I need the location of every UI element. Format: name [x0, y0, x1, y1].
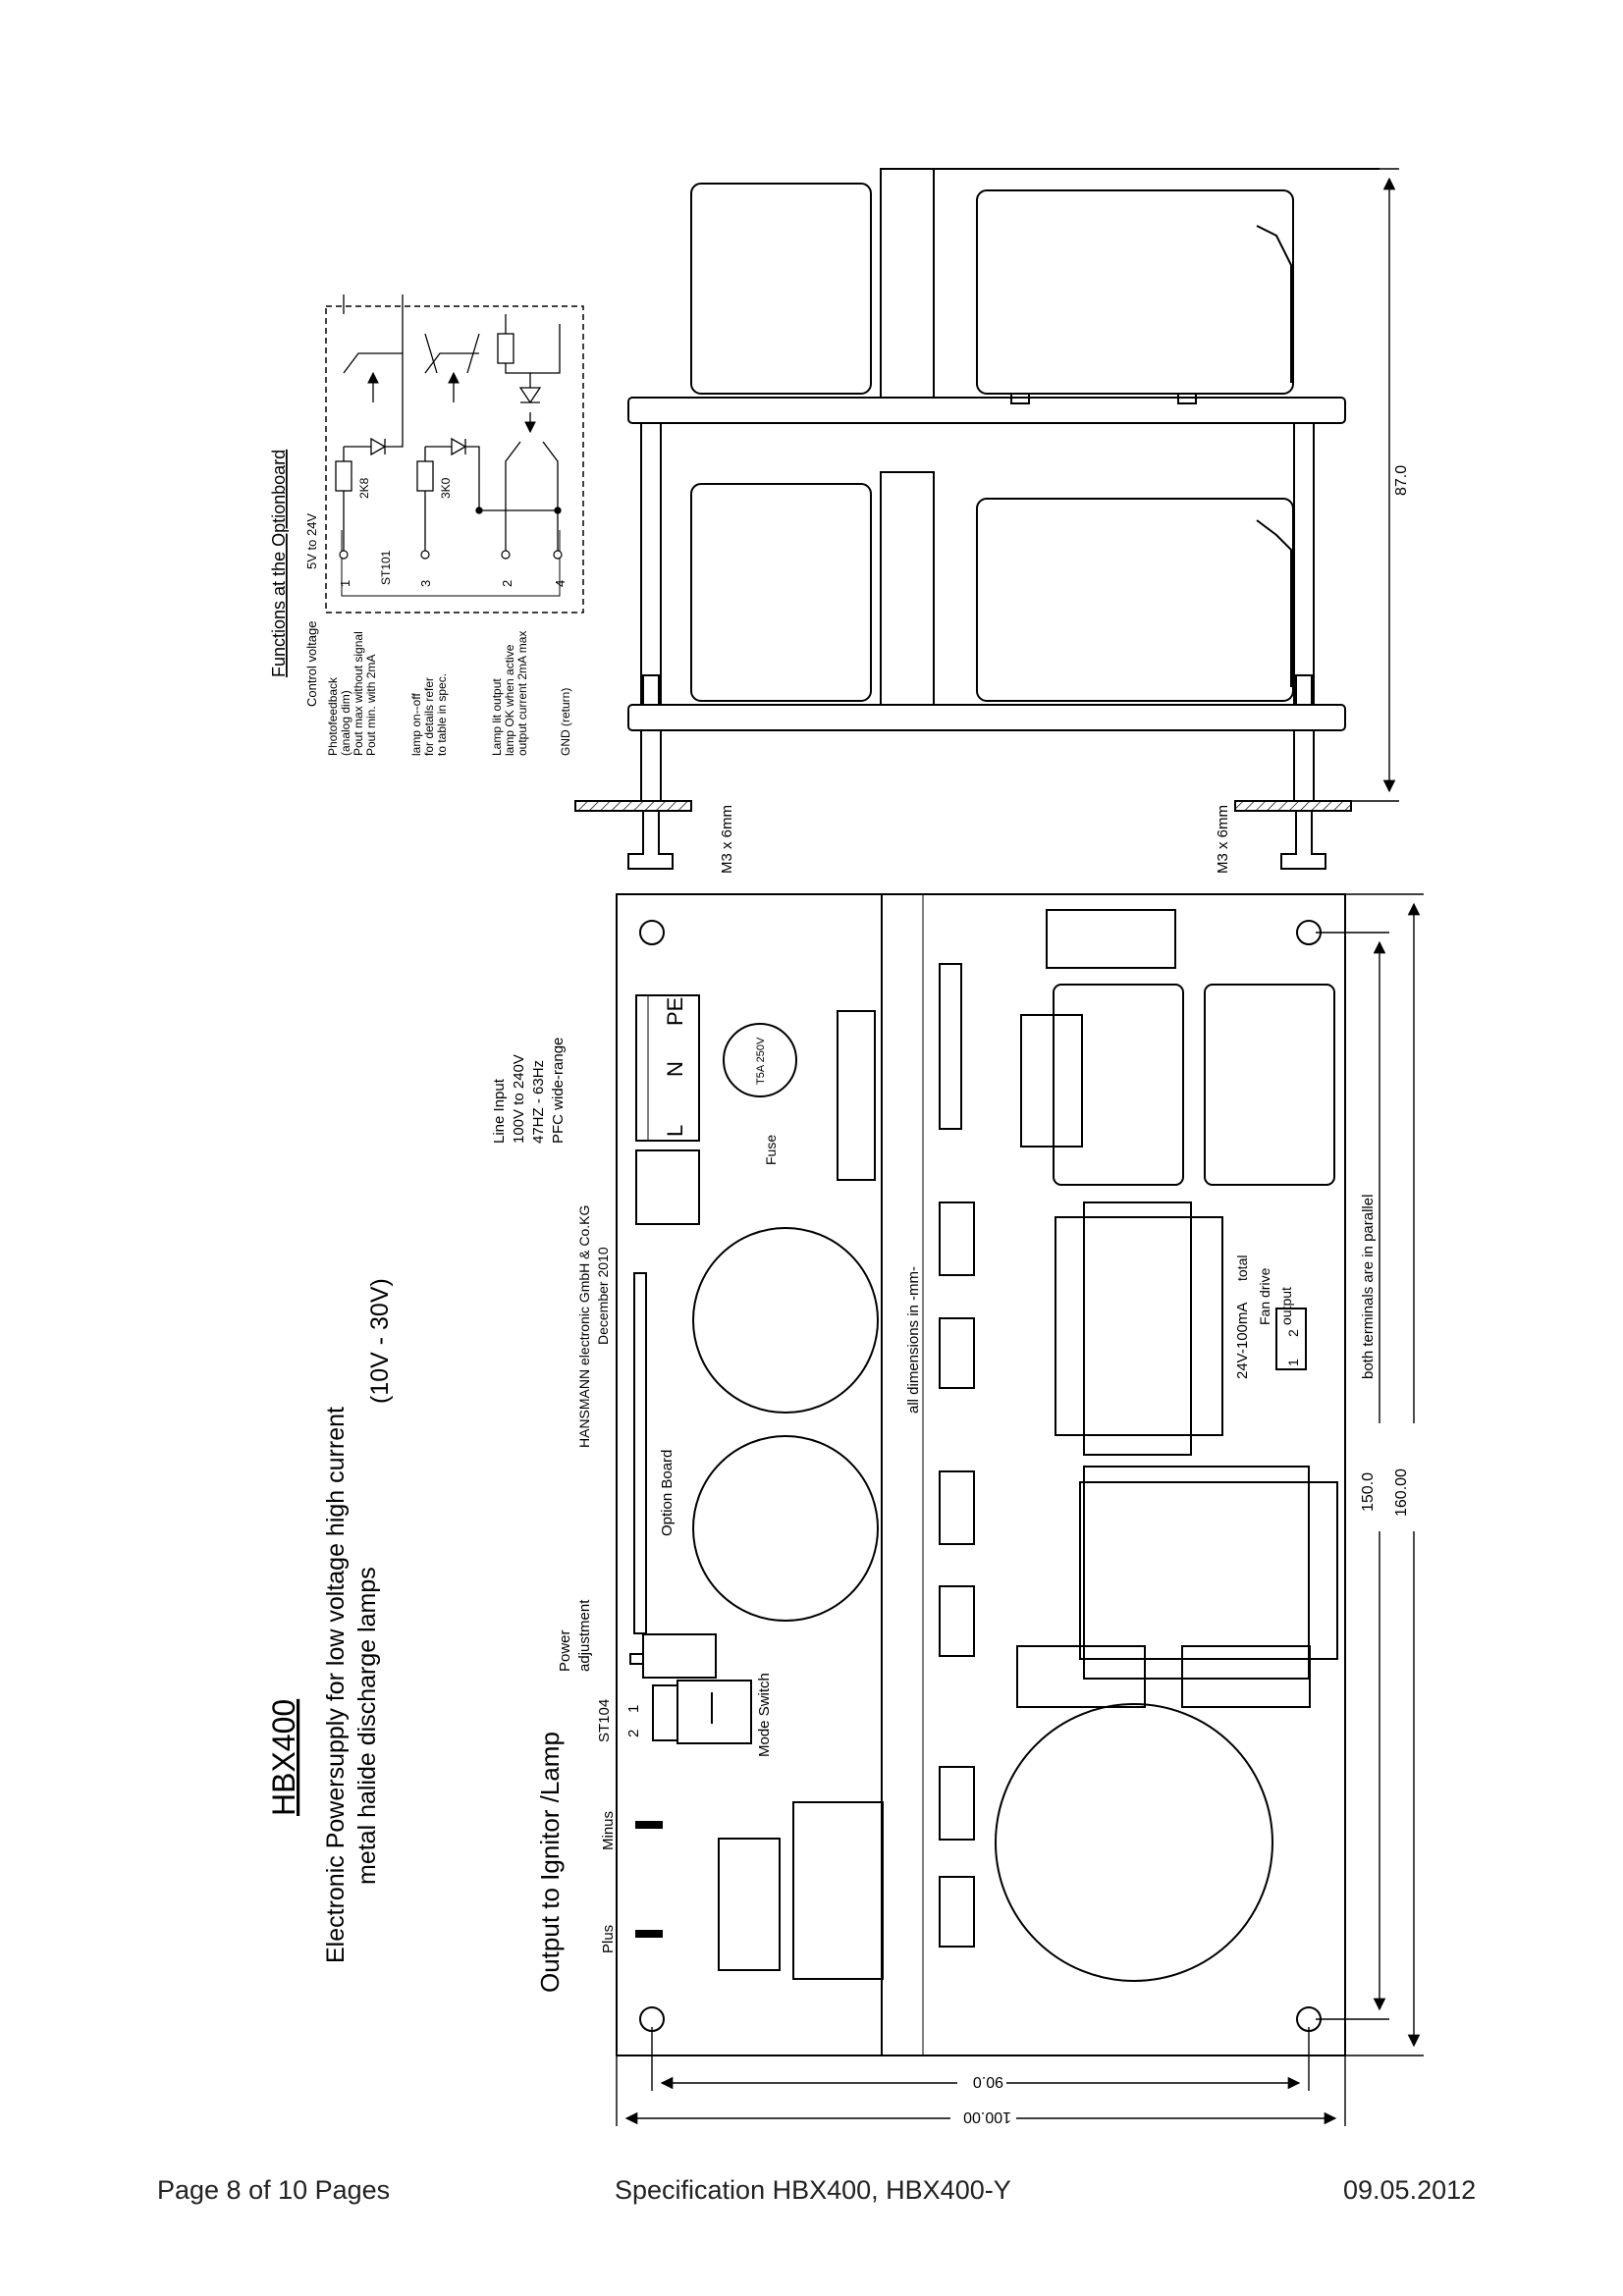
connector-n-label: N — [663, 1061, 687, 1077]
option-board-label: Option Board — [659, 1450, 676, 1536]
plus-label: Plus — [600, 1925, 617, 1953]
svg-text:Pout max without signal: Pout max without signal — [352, 631, 365, 756]
fan-pin-1: 1 — [1285, 1359, 1301, 1366]
side-pcb-lower — [627, 704, 1346, 731]
optionboard-heading: Functions at the Optionboard — [269, 450, 289, 677]
line-input-connector — [635, 994, 700, 1142]
power-adjustment-label-1: Power — [557, 1629, 573, 1672]
st104-label: ST104 — [596, 1699, 613, 1742]
lamp-lit-label: Lamp lit output lamp OK when active outp… — [490, 631, 529, 756]
fuse-rating-label: T5A 250V — [755, 1037, 767, 1085]
fuse-holder — [723, 1023, 797, 1097]
svg-text:100V to 240V: 100V to 240V — [511, 1054, 527, 1144]
optocoupler-circuit — [335, 294, 562, 551]
fan-current-label: 24V-100mA — [1234, 1303, 1251, 1379]
output-terminal-plus — [635, 1930, 663, 1938]
side-pcb-upper — [627, 397, 1346, 424]
optionboard-frame — [325, 305, 584, 614]
svg-text:to table in spec.: to table in spec. — [435, 673, 449, 756]
top-view — [616, 893, 1346, 2056]
mode-switch-label: Mode Switch — [756, 1673, 773, 1757]
st101-label: ST101 — [379, 550, 393, 585]
photofeedback-label: Photofeedback (analog dim) Pout max with… — [326, 631, 378, 756]
capacitor-1 — [692, 1227, 879, 1414]
svg-text:(analog dim): (analog dim) — [339, 690, 352, 756]
st104-pin-2: 2 — [625, 1730, 642, 1737]
dimensions-note: all dimensions in -mm- — [905, 1266, 922, 1414]
screw-label-left: M3 x 6mm — [719, 805, 735, 874]
title-line-2: metal halide discharge lamps — [353, 1567, 381, 1885]
dimension-lines — [616, 893, 1424, 2126]
bridge-module-1 — [1083, 1201, 1192, 1456]
fan-drive-connector — [1275, 1308, 1307, 1370]
resistor-3k0: 3K0 — [439, 477, 453, 499]
control-voltage-range: 5V to 24V — [304, 513, 319, 569]
dimension-160-label: 160.00 — [1393, 1468, 1410, 1517]
company-date: December 2010 — [595, 1247, 611, 1345]
svg-text:for details refer: for details refer — [422, 677, 436, 756]
optionboard-functions: Functions at the Optionboard Control vol… — [269, 294, 584, 756]
st101-pin-3: 3 — [418, 580, 433, 587]
bridge-module-2 — [1083, 1466, 1310, 1680]
footer-page: Page 8 of 10 Pages — [157, 2175, 391, 2205]
model-title: HBX400 — [266, 1699, 301, 1816]
output-terminal-minus — [635, 1821, 663, 1829]
power-adjustment-pot — [642, 1633, 717, 1679]
fan-pin-2: 2 — [1285, 1329, 1301, 1337]
dimension-100-label: 100.00 — [963, 2109, 1011, 2125]
parallel-note: both terminals are in parallel — [1360, 1195, 1377, 1379]
svg-text:PFC wide-range: PFC wide-range — [550, 1038, 567, 1144]
control-voltage-label: Control voltage — [304, 621, 319, 707]
fan-output-label: output — [1278, 1287, 1294, 1325]
dimension-87-label: 87.0 — [1393, 465, 1410, 496]
large-inductor — [995, 1703, 1273, 1982]
svg-text:Pout min. with 2mA: Pout min. with 2mA — [364, 655, 378, 756]
minus-label: Minus — [600, 1811, 617, 1850]
svg-text:lamp OK when active: lamp OK when active — [503, 644, 516, 756]
main-pcb-outline — [616, 893, 1346, 2056]
connector-l-label: L — [663, 1125, 687, 1137]
side-view — [574, 168, 1380, 870]
dimension-150-label: 150.0 — [1360, 1472, 1377, 1512]
lamp-onoff-label: lamp on--off for details refer to table … — [409, 673, 449, 756]
fan-drive-label: Fan drive — [1257, 1267, 1272, 1325]
line-input-label: Line Input 100V to 240V 47HZ - 63Hz PFC … — [491, 1038, 567, 1144]
svg-text:Photofeedback: Photofeedback — [326, 676, 340, 756]
title-line-1: Electronic Powersupply for low voltage h… — [322, 1407, 350, 1963]
screw-label-right: M3 x 6mm — [1215, 805, 1231, 874]
gnd-label: GND (return) — [559, 688, 572, 756]
st104-pin-1: 1 — [625, 1705, 642, 1713]
title-block: HBX400 Electronic Powersupply for low vo… — [266, 1278, 394, 1963]
svg-text:Lamp lit output: Lamp lit output — [490, 678, 504, 756]
svg-text:lamp on--off: lamp on--off — [409, 693, 423, 756]
st101-pin-2: 2 — [500, 580, 514, 587]
fan-total-label: total — [1234, 1255, 1250, 1281]
resistor-2k8: 2K8 — [357, 477, 371, 499]
footer-spec: Specification HBX400, HBX400-Y — [615, 2175, 1011, 2205]
svg-text:output current 2mA max: output current 2mA max — [515, 631, 529, 756]
dimension-90-label: 90.0 — [973, 2073, 1003, 2090]
st101-bracket — [341, 530, 561, 597]
dimension-87 — [1345, 168, 1399, 802]
connector-pe-label: PE — [663, 997, 687, 1026]
mode-switch — [676, 1680, 752, 1744]
st101-pin-1: 1 — [338, 580, 352, 587]
fuse-label: Fuse — [763, 1135, 779, 1165]
output-label: Output to Ignitor /Lamp — [535, 1732, 565, 1993]
capacitor-2 — [692, 1435, 879, 1622]
svg-text:Line Input: Line Input — [491, 1078, 508, 1144]
footer-date: 09.05.2012 — [1343, 2175, 1477, 2205]
power-adjustment-label-2: adjustment — [576, 1599, 593, 1672]
company-name: HANSMANN electronic GmbH & Co.KG — [576, 1205, 592, 1448]
title-voltage-range: (10V - 30V) — [366, 1278, 394, 1404]
st101-pin-4: 4 — [553, 580, 568, 587]
option-board-edge — [633, 1272, 647, 1634]
svg-text:47HZ - 63Hz: 47HZ - 63Hz — [530, 1060, 547, 1144]
